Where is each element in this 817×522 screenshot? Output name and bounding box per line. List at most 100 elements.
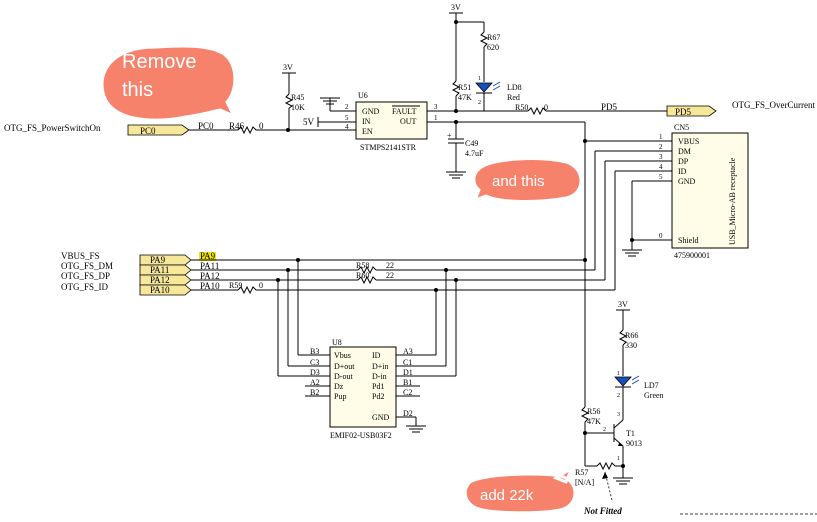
cn5-pin-name: Shield — [678, 236, 698, 245]
not-fitted-arrowhead — [602, 472, 608, 479]
u8-left-pin-number: C3 — [310, 358, 319, 367]
r46-ref: R46 — [229, 121, 245, 131]
ld7-led — [614, 376, 632, 387]
ld7-ref: LD7 — [644, 381, 659, 390]
r50-ref: R50 — [515, 103, 528, 112]
pin-pa12-label: PA12 — [200, 271, 220, 281]
callout-remove-this-bubble — [100, 44, 238, 122]
u8-right-pin-name: ID — [372, 351, 381, 360]
r45-value: 10K — [291, 103, 305, 112]
ld7-pin1: 1 — [617, 371, 620, 377]
r45-resistor — [284, 93, 294, 109]
u8-part: EMIF02-USB03F2 — [330, 431, 392, 440]
c49-plus: + — [447, 131, 452, 140]
cn5-pin-name: GND — [678, 177, 696, 186]
ld7-emit-arrow2 — [631, 379, 640, 385]
port-pa12 — [139, 274, 192, 286]
cn5-pin-number: 0 — [659, 232, 663, 240]
u8-right-pin-name: D-in — [372, 372, 387, 381]
callout-remove-line2: this — [122, 79, 153, 101]
ld7-pin2: 2 — [617, 393, 620, 399]
u8-right-pin-number: D2 — [403, 409, 413, 418]
r57-resistor — [596, 461, 616, 471]
cn5-pin-name: VBUS — [678, 137, 699, 146]
r50-resistor — [527, 106, 547, 116]
t1-collector — [613, 419, 624, 429]
junction-cn5-vbus — [583, 139, 587, 143]
t1-pin3: 3 — [617, 412, 620, 418]
ld8-pin2: 2 — [478, 100, 481, 106]
u8-left-pin-name: D+out — [334, 362, 355, 371]
ld8-value: Red — [507, 93, 520, 102]
port-pa10 — [139, 284, 192, 296]
u8-right-pin-number: D1 — [403, 368, 413, 377]
cn5-pin-number: 1 — [659, 133, 663, 141]
ld7-value: Green — [644, 391, 664, 400]
r57-value: [N/A] — [575, 478, 594, 487]
cn5-ref: CN5 — [674, 123, 689, 132]
c49-value: 4.7uF — [465, 149, 484, 158]
u6-pin-in: IN — [362, 117, 371, 126]
r67-resistor — [479, 31, 489, 48]
r66-resistor — [618, 329, 628, 346]
net-label-id: OTG_FS_ID — [61, 282, 109, 292]
not-fitted-label: Not Fitted — [583, 506, 622, 516]
cn5-part: 475900001 — [674, 251, 710, 260]
r58-ref: R58 — [356, 261, 369, 270]
ld8-emit-arrow1 — [492, 81, 501, 87]
port-pc0-label: PC0 — [140, 126, 156, 136]
junction-v3top — [454, 20, 458, 24]
pin-pc0-label: PC0 — [198, 121, 214, 131]
callout-remove-line1: Remove — [122, 51, 196, 73]
u8-right-pin-name: Pd2 — [372, 392, 384, 401]
port-pa11-label: PA11 — [150, 265, 169, 275]
u8-left-pin-number: B2 — [310, 388, 319, 397]
cn5-pin-number: 2 — [659, 143, 663, 151]
cn5-pin-name: ID — [678, 167, 687, 176]
u6-pin3: 3 — [434, 103, 438, 111]
r51-ref: R51 — [458, 83, 471, 92]
u6-pin-gnd: GND — [362, 107, 380, 116]
r56-value: 47K — [587, 417, 601, 426]
r58-resistor — [357, 265, 377, 275]
callout-and-this-text: and this — [492, 173, 545, 190]
u6-pin-en: EN — [362, 127, 373, 136]
pin-pd5-label: PD5 — [601, 102, 618, 112]
cn5-title: USB_Micro-AB receptacle — [728, 157, 737, 245]
u8-ref: U8 — [332, 338, 342, 347]
port-pa9 — [139, 254, 192, 266]
v3-r66-label: 3V — [618, 300, 628, 309]
u6-pin4: 4 — [345, 123, 349, 131]
ld8-pin1: 1 — [478, 76, 481, 82]
cn5-pin-name: DP — [678, 157, 689, 166]
r50-value: 0 — [544, 103, 548, 112]
r60-resistor — [357, 275, 377, 285]
u6-pin2: 2 — [345, 103, 349, 111]
u8-left-pin-name: Vbus — [334, 351, 351, 360]
u6-body — [355, 101, 428, 140]
ld8-emit-arrow2 — [492, 85, 501, 91]
net-label-vbus: VBUS_FS — [61, 251, 100, 261]
callout-and-this: and this — [472, 157, 583, 203]
u8-body — [329, 346, 397, 428]
r46-value: 0 — [259, 121, 264, 131]
port-pa10-label: PA10 — [150, 285, 170, 295]
u8-left-pin-number: D3 — [310, 368, 320, 377]
cn5-pin-number: 4 — [659, 163, 663, 171]
pa9-highlight — [199, 252, 216, 261]
u8-right-pin-number: C2 — [403, 388, 412, 397]
port-pd5 — [666, 105, 717, 117]
u6-pin5: 5 — [345, 114, 349, 122]
pin-pa9-label: PA9 — [200, 251, 216, 261]
r56-ref: R56 — [587, 407, 600, 416]
t1-ref: T1 — [626, 429, 635, 438]
junction-t1-base — [583, 431, 587, 435]
port-pd5-label: PD5 — [675, 107, 692, 117]
r45-ref: R45 — [291, 93, 304, 102]
u8-right-pin-number: A3 — [403, 347, 413, 356]
junction-pa9-vbus — [583, 258, 587, 262]
